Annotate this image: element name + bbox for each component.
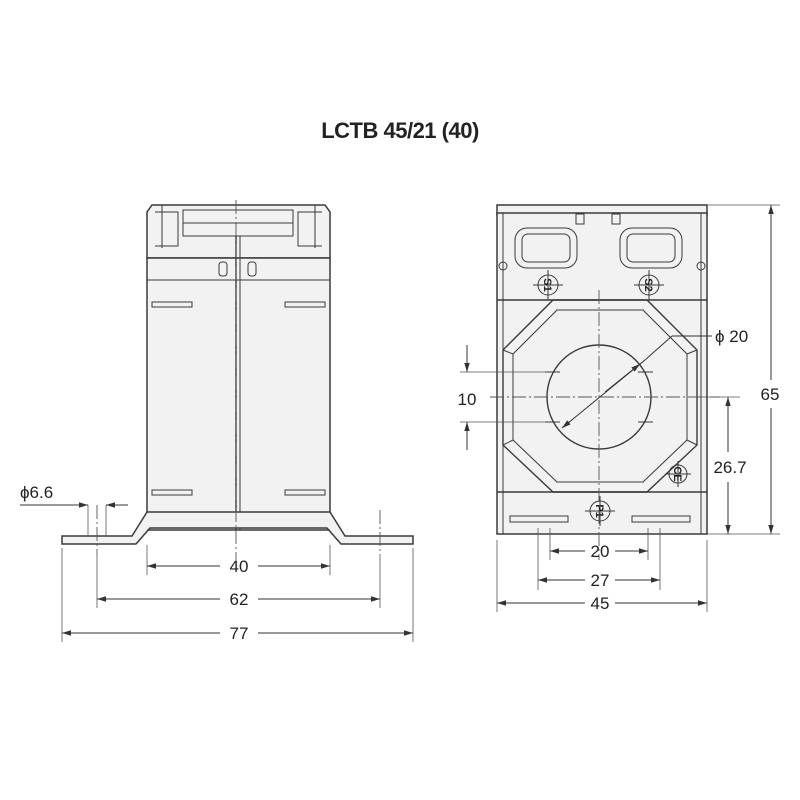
side-clip-right (247, 261, 257, 277)
dim-body-width: 40 (230, 557, 249, 576)
front-view: S1 S2 (490, 204, 720, 560)
dim-center-height: 26.7 (713, 458, 746, 477)
side-dimensions: ϕ6.6 40 62 77 (20, 483, 414, 643)
side-clip-left (218, 261, 228, 277)
octagon-frame-inner (512, 309, 688, 483)
dim-hole-dia: ϕ6.6 (20, 483, 53, 502)
svg-text:S2: S2 (642, 278, 654, 291)
drawing-title: LCTB 45/21 (40) (321, 118, 479, 143)
terminal-s1: S1 (533, 270, 563, 300)
ce-mark: CE (665, 461, 691, 487)
octagon-frame-outer (502, 299, 698, 493)
front-body (496, 212, 708, 535)
dim-hole-spacing: 62 (230, 590, 249, 609)
side-top-clamp (146, 204, 331, 259)
dim-bottom-mid: 27 (591, 571, 610, 590)
dim-overall-width: 77 (230, 624, 249, 643)
dim-bore-dia: ϕ 20 (715, 327, 748, 346)
front-dimensions: ϕ 20 10 26.7 65 (458, 204, 780, 613)
dim-bottom-inner: 20 (591, 542, 610, 561)
dim-overall-height: 65 (761, 385, 780, 404)
side-mounting-feet (61, 511, 414, 545)
side-view (61, 200, 414, 560)
terminal-s2: S2 (634, 270, 664, 300)
svg-text:CE: CE (671, 466, 683, 481)
window-left (514, 227, 578, 269)
dim-front-overall-width: 45 (591, 594, 610, 613)
side-body (146, 257, 331, 531)
window-right (619, 227, 683, 269)
dim-slot-height: 10 (458, 390, 477, 409)
svg-text:S1: S1 (541, 278, 553, 291)
